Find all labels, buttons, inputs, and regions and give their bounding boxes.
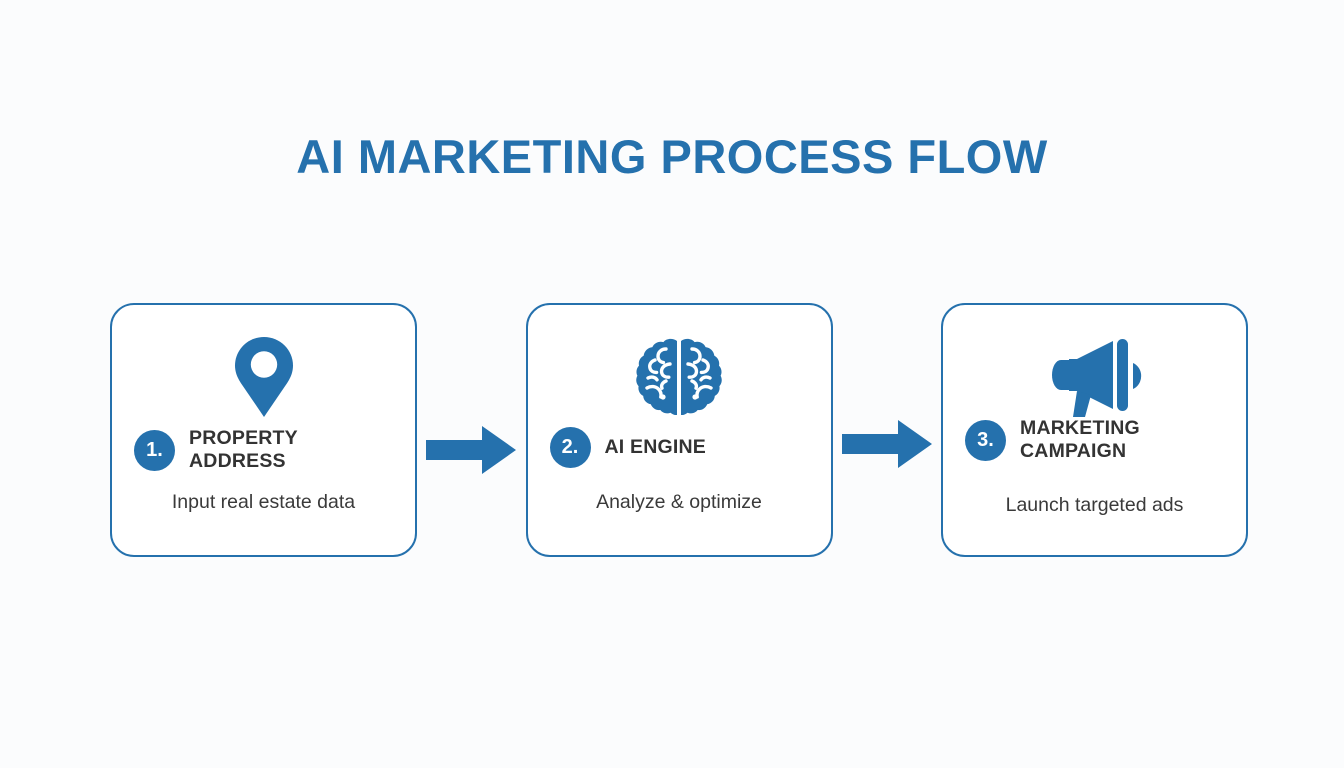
step-title: AI ENGINE xyxy=(604,436,706,458)
step-subtitle: Launch targeted ads xyxy=(1005,494,1184,516)
step-card-property-address[interactable]: 1. PROPERTY ADDRESS Input real estate da… xyxy=(110,303,417,557)
step-title: MARKETING CAMPAIGN xyxy=(1020,417,1140,462)
step-number-badge: 2. xyxy=(549,427,591,468)
step-heading: 1. PROPERTY ADDRESS xyxy=(134,427,397,473)
step-heading: 3. MARKETING CAMPAIGN xyxy=(965,417,1228,463)
step-card-ai-engine[interactable]: 2. AI ENGINE Analyze & optimize xyxy=(525,303,833,557)
connector-arrow-2 xyxy=(839,303,935,557)
step-number-badge: 1. xyxy=(134,429,175,471)
step-subtitle: Analyze & optimize xyxy=(596,491,762,513)
step-card-marketing-campaign[interactable]: 3. MARKETING CAMPAIGN Launch targeted ad… xyxy=(941,303,1248,557)
process-flow-row: 1. PROPERTY ADDRESS Input real estate da… xyxy=(110,303,1248,557)
step-title: PROPERTY ADDRESS xyxy=(189,427,298,472)
step-heading: 2. AI ENGINE xyxy=(549,427,813,468)
map-pin-icon xyxy=(112,331,415,423)
brain-icon xyxy=(528,331,831,423)
arrow-right-icon xyxy=(841,420,932,468)
page-title: AI MARKETING PROCESS FLOW xyxy=(296,130,1048,183)
connector-arrow-1 xyxy=(423,303,519,557)
megaphone-icon xyxy=(943,331,1246,423)
step-number-badge: 3. xyxy=(965,419,1006,461)
arrow-right-icon xyxy=(426,426,517,474)
step-subtitle: Input real estate data xyxy=(171,491,356,513)
